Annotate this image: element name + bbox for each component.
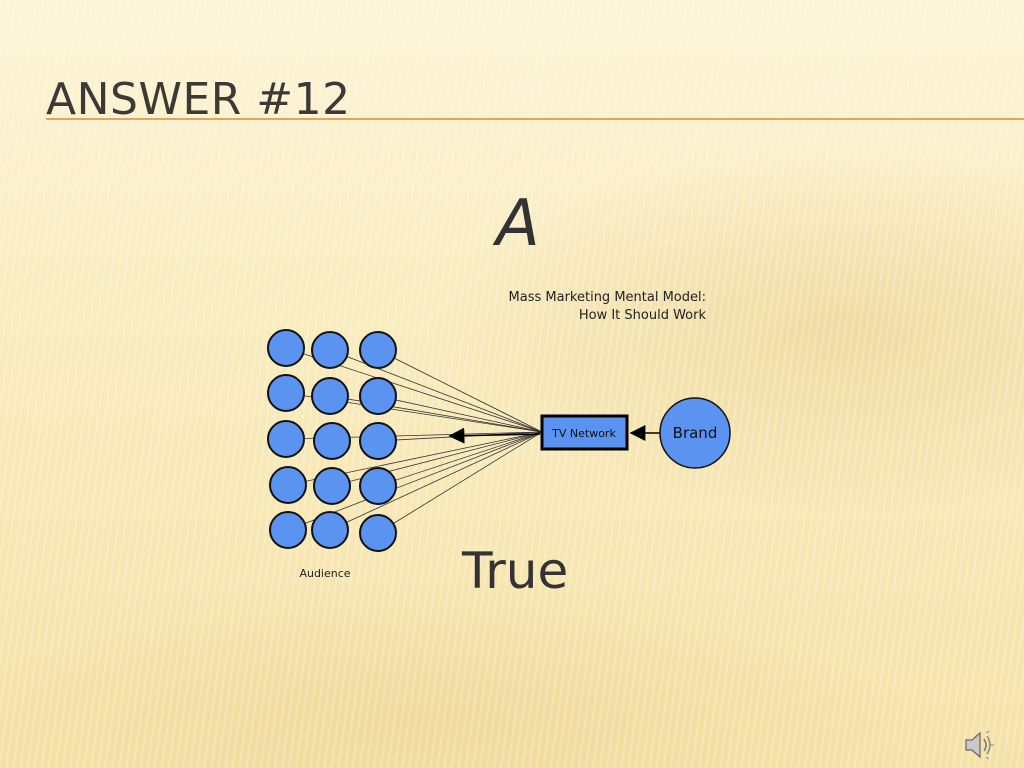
diagram-heading-line2: How It Should Work <box>579 308 707 323</box>
tv-network-label: TV Network <box>551 427 616 440</box>
speaker-icon[interactable] <box>962 728 996 762</box>
slide-title: ANSWER #12 <box>46 74 351 125</box>
verdict-text: True <box>462 542 569 600</box>
brand-node <box>659 397 731 469</box>
audience-member <box>359 467 397 505</box>
audience-member <box>359 422 397 460</box>
audience-member <box>269 511 307 549</box>
audience-member <box>359 377 397 415</box>
audience-member <box>313 422 351 460</box>
broadcast-line <box>377 395 543 433</box>
brand-label: Brand <box>673 424 718 442</box>
network-to-audience-arrow <box>448 427 541 444</box>
audience-member <box>311 331 349 369</box>
broadcast-line <box>377 431 543 487</box>
audience-member <box>311 511 349 549</box>
audience-group <box>267 329 397 552</box>
answer-letter: A <box>496 187 540 261</box>
audience-member <box>269 466 307 504</box>
broadcast-line <box>377 431 543 534</box>
audience-member <box>267 420 305 458</box>
broadcast-line <box>377 349 543 433</box>
broadcast-line <box>329 431 543 531</box>
audience-member <box>267 329 305 367</box>
audience-member <box>359 514 397 552</box>
audience-member <box>311 377 349 415</box>
diagram-heading-line1: Mass Marketing Mental Model: <box>509 290 706 305</box>
tv-network-box <box>540 414 629 451</box>
title-underline <box>46 118 1024 120</box>
audience-member <box>359 331 397 369</box>
audience-label: Audience <box>299 567 350 580</box>
audience-member <box>267 374 305 412</box>
audience-member <box>313 467 351 505</box>
